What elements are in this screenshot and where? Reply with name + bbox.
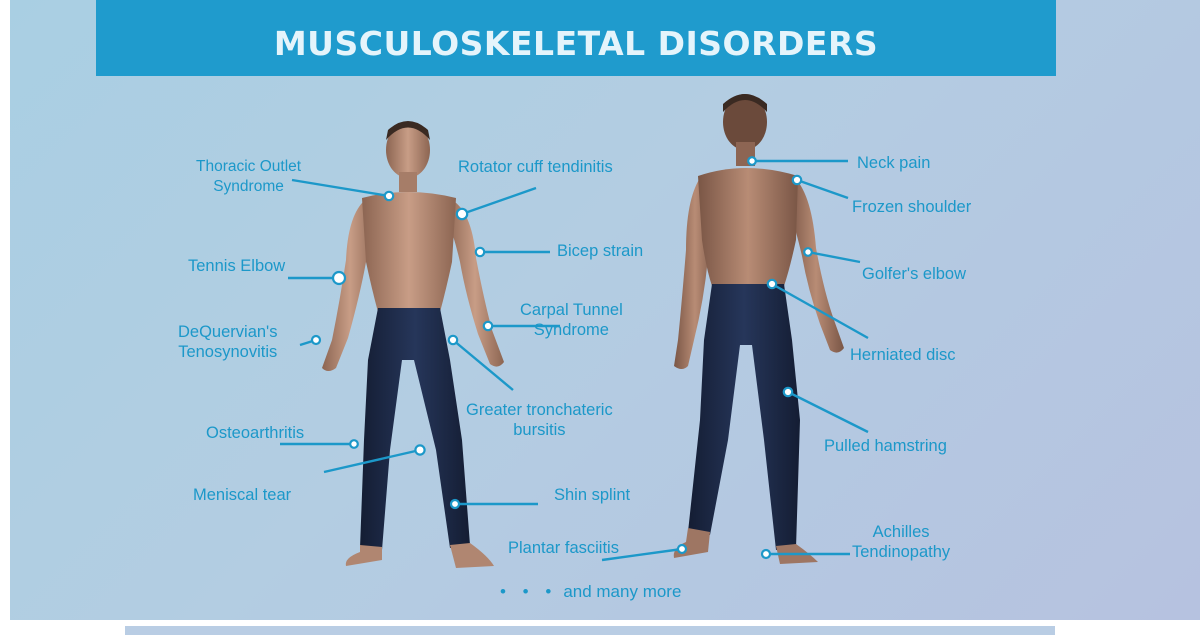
label-greater-trochanteric: Greater tronchateric bursitis [466, 400, 613, 440]
marker-thoracic-outlet [385, 192, 393, 200]
label-thoracic-outlet: Thoracic Outlet Syndrome [196, 157, 301, 197]
label-meniscal-tear: Meniscal tear [193, 485, 291, 505]
label-greater-trochanteric-text: Greater tronchateric bursitis [466, 400, 613, 440]
label-dequervain-text: DeQuervian's Tenosynovitis [178, 322, 277, 362]
marker-meniscal-tear [415, 445, 424, 454]
line-rotator-cuff [462, 188, 536, 214]
label-tennis-elbow: Tennis Elbow [188, 256, 285, 276]
label-plantar-fasciitis: Plantar fasciitis [508, 538, 619, 558]
marker-neck-pain [748, 157, 756, 165]
marker-tennis-elbow [333, 272, 345, 284]
label-rotator-cuff: Rotator cuff tendinitis [458, 157, 613, 177]
and-many-more: • • • and many more [500, 582, 681, 602]
marker-frozen-shoulder [793, 176, 801, 184]
label-carpal-tunnel: Carpal Tunnel Syndrome [520, 300, 623, 340]
front-figure [322, 121, 504, 568]
label-thoracic-outlet-text: Thoracic Outlet Syndrome [196, 157, 301, 197]
line-thoracic-outlet [292, 180, 389, 196]
marker-carpal-tunnel [484, 322, 492, 330]
marker-greater-trochanteric [449, 336, 457, 344]
label-osteoarthritis: Osteoarthritis [206, 423, 304, 443]
label-achilles-text: Achilles Tendinopathy [852, 522, 950, 562]
label-neck-pain: Neck pain [857, 153, 930, 173]
marker-osteoarthritis [350, 440, 358, 448]
infographic-canvas: MUSCULOSKELETAL DISORDERS [10, 0, 1200, 620]
label-shin-splint: Shin splint [554, 485, 630, 505]
marker-herniated-disc [768, 280, 776, 288]
bottom-strip [125, 626, 1055, 635]
label-golfers-elbow: Golfer's elbow [862, 264, 966, 284]
label-frozen-shoulder: Frozen shoulder [852, 197, 971, 217]
marker-plantar-fasciitis [678, 545, 686, 553]
and-many-more-text: and many more [563, 582, 681, 601]
label-carpal-tunnel-text: Carpal Tunnel Syndrome [520, 300, 623, 340]
marker-pulled-hamstring [784, 388, 792, 396]
marker-dequervain [312, 336, 320, 344]
marker-shin-splint [451, 500, 459, 508]
ellipsis-dots: • • • [500, 582, 557, 601]
marker-golfers-elbow [804, 248, 812, 256]
label-dequervain: DeQuervian's Tenosynovitis [178, 322, 277, 362]
marker-bicep-strain [476, 248, 484, 256]
line-greater-trochanteric [453, 340, 513, 390]
marker-rotator-cuff [457, 209, 467, 219]
line-pulled-hamstring [788, 392, 868, 432]
label-pulled-hamstring: Pulled hamstring [824, 436, 947, 456]
label-herniated-disc: Herniated disc [850, 345, 955, 365]
back-figure [674, 94, 844, 564]
marker-achilles [762, 550, 770, 558]
label-achilles: Achilles Tendinopathy [852, 522, 950, 562]
label-bicep-strain: Bicep strain [557, 241, 643, 261]
